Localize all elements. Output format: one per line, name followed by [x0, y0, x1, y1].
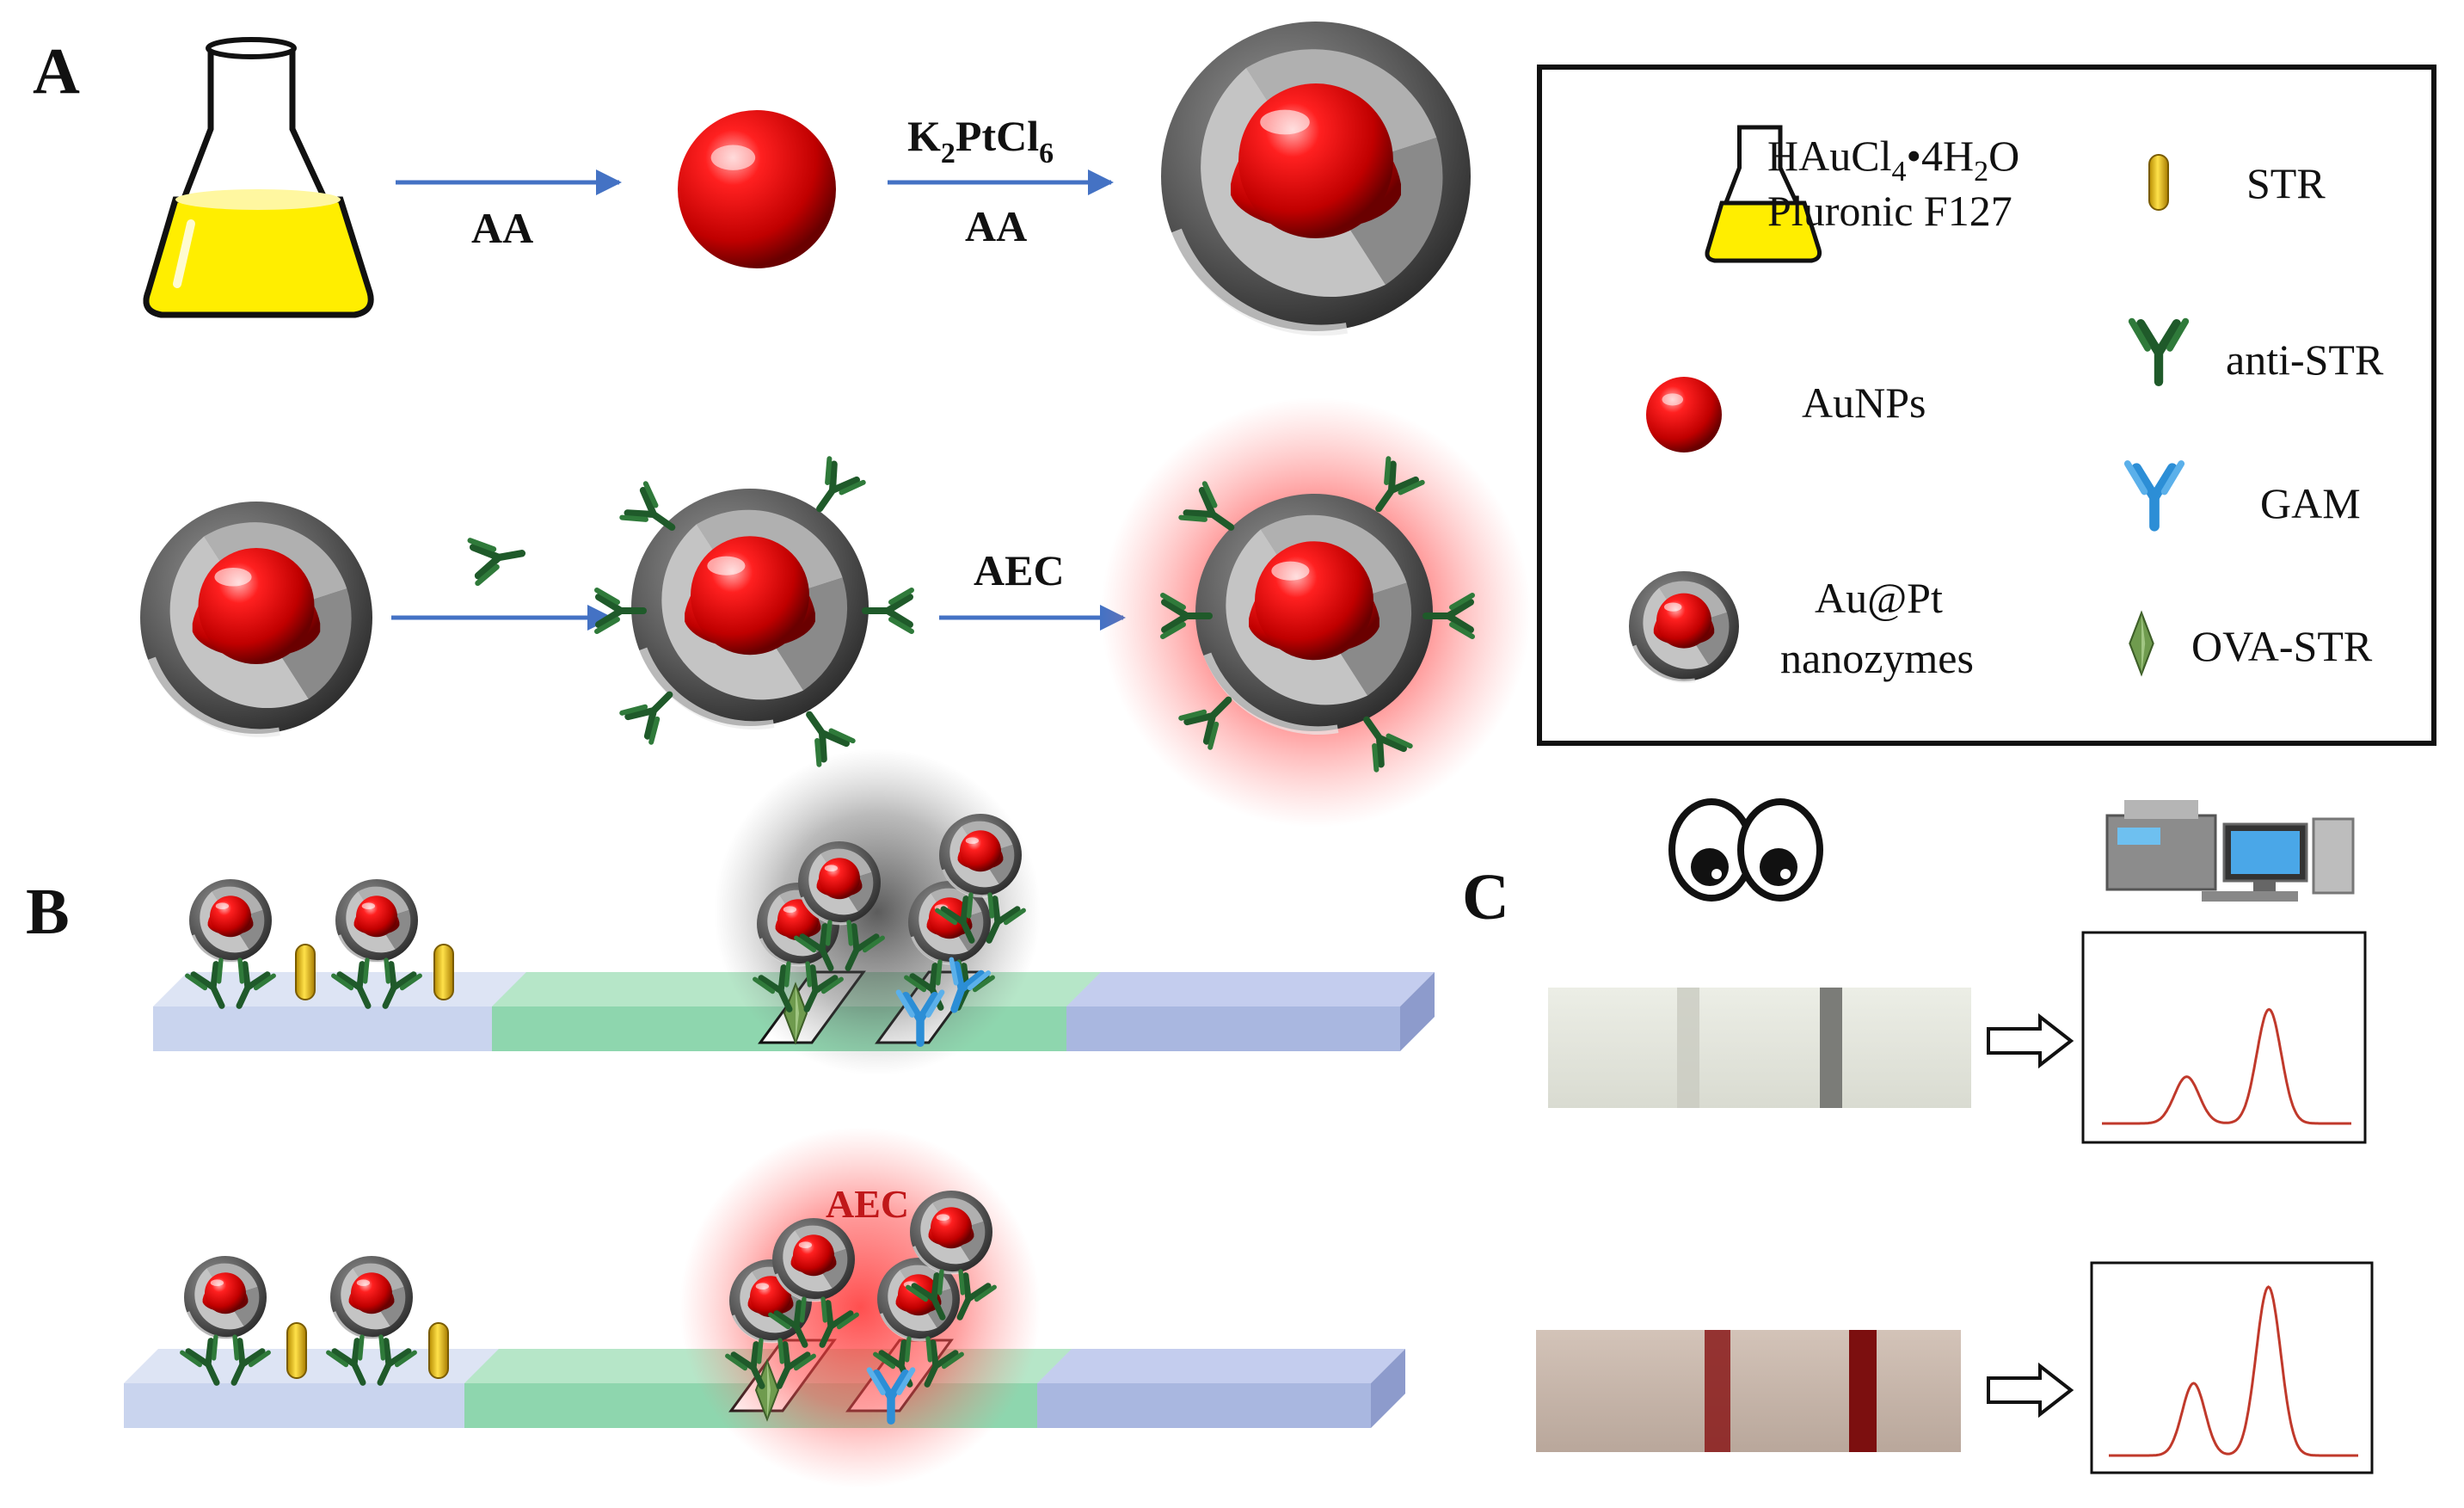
strip-photo-negative — [1548, 988, 1971, 1108]
au-pt-nanozyme-large — [1161, 22, 1471, 331]
hollow-right-arrow-icon — [1987, 1013, 2074, 1069]
legend-nanozyme-line1: Au@Pt — [1815, 574, 1943, 622]
panel-label-a: A — [33, 35, 80, 108]
legend-nanozyme-icon — [1629, 571, 1739, 681]
aec-step-label: AEC — [974, 546, 1065, 594]
aec-enhanced-nanozyme — [1101, 397, 1531, 828]
coating-reagent-label: K2PtCl6 — [907, 112, 1054, 169]
signal-curve-plot-low — [2081, 931, 2367, 1144]
legend-anti-str: anti-STR — [2226, 335, 2384, 384]
strip-reader-instrument-icon — [2105, 800, 2355, 902]
free-str — [428, 1322, 449, 1379]
aec-enhanced-label: AEC — [826, 1182, 909, 1226]
antibody-icon — [470, 532, 526, 582]
signal-curve-low — [2102, 1007, 2351, 1125]
coating-reducer-label: AA — [965, 202, 1027, 250]
legend-ova-str: OVA-STR — [2191, 622, 2373, 670]
eyes-icon — [1668, 798, 1823, 902]
free-str — [433, 944, 454, 1000]
legend-nanozyme-line2: nanozymes — [1780, 634, 1974, 682]
signal-curve-plot-high — [2090, 1261, 2374, 1474]
free-str — [295, 944, 316, 1000]
erlenmeyer-flask-icon — [143, 37, 374, 318]
hollow-right-arrow-icon — [1987, 1362, 2074, 1419]
free-str — [286, 1322, 307, 1379]
au-pt-nanozyme — [140, 502, 372, 734]
legend-flask-icon — [1705, 125, 1822, 263]
legend-gam: GAM — [2260, 479, 2361, 527]
legend-aunps: AuNPs — [1802, 379, 1926, 427]
panel-label-b: B — [26, 876, 70, 948]
legend-str: STR — [2246, 159, 2326, 207]
aunp-particle — [678, 110, 836, 268]
legend-aunp-icon — [1646, 377, 1722, 452]
strip-photo-aec — [1536, 1330, 1961, 1452]
reduction-label: AA — [471, 204, 533, 252]
signal-curve-high — [2109, 1285, 2358, 1457]
antibody-labeled-nanozyme — [597, 459, 912, 764]
legend-flask-line2: Pluronic F127 — [1767, 187, 2012, 235]
panel-label-c: C — [1462, 861, 1509, 933]
legend-flask-line1: HAuCl4•4H2O — [1767, 132, 2019, 188]
legend-str-icon — [2148, 154, 2169, 211]
